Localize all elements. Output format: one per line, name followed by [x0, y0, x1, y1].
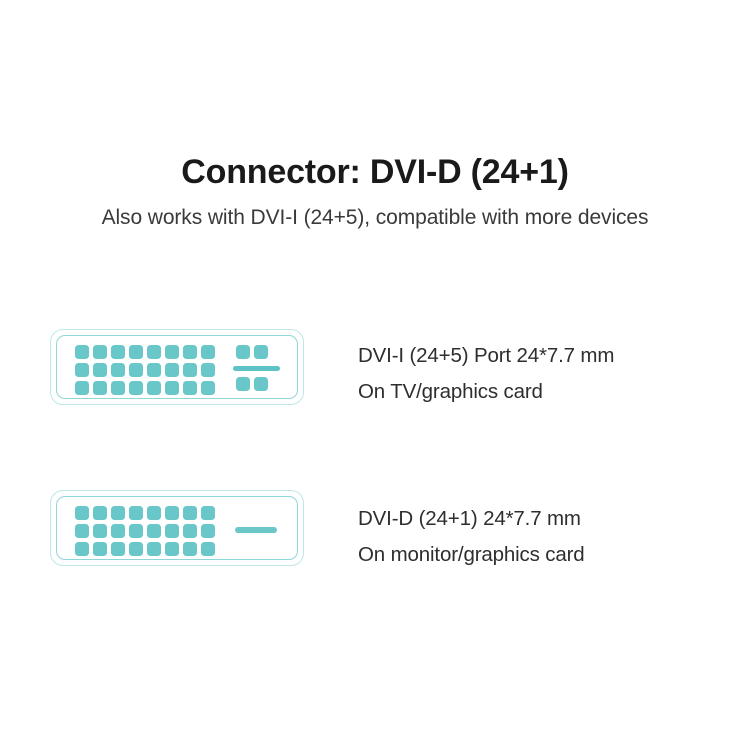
- pin: [75, 345, 89, 359]
- pin: [111, 363, 125, 377]
- connector-row-dvi-d: DVI-D (24+1) 24*7.7 mm On monitor/graphi…: [0, 486, 750, 576]
- pin: [183, 363, 197, 377]
- pin: [129, 381, 143, 395]
- analog-pin: [236, 377, 250, 391]
- pin: [165, 524, 179, 538]
- dvi-i-caption: DVI-I (24+5) Port 24*7.7 mm On TV/graphi…: [358, 338, 738, 410]
- dvi-d-flat-blade-icon: [235, 527, 277, 533]
- pin: [75, 524, 89, 538]
- pin: [75, 363, 89, 377]
- pin: [111, 524, 125, 538]
- pin: [129, 345, 143, 359]
- pin: [93, 524, 107, 538]
- pin: [201, 381, 215, 395]
- page-title: Connector: DVI-D (24+1): [181, 153, 569, 191]
- pin: [111, 506, 125, 520]
- pin: [201, 542, 215, 556]
- pin: [111, 381, 125, 395]
- pin: [111, 345, 125, 359]
- pin: [147, 381, 161, 395]
- pin: [147, 363, 161, 377]
- pin: [147, 506, 161, 520]
- dvi-i-shell-inner: [56, 335, 298, 399]
- pin: [201, 506, 215, 520]
- dvi-i-analog-pin-cluster: [233, 345, 283, 395]
- dvi-d-connector-icon: [50, 490, 304, 566]
- pin: [93, 381, 107, 395]
- pin: [147, 524, 161, 538]
- pin: [183, 381, 197, 395]
- pin: [93, 506, 107, 520]
- pin: [201, 363, 215, 377]
- pin: [165, 381, 179, 395]
- dvi-i-digital-pin-grid: [75, 345, 215, 395]
- dvi-i-connector-icon: [50, 329, 304, 405]
- dvi-i-flat-blade-icon: [233, 366, 280, 371]
- dvi-d-caption: DVI-D (24+1) 24*7.7 mm On monitor/graphi…: [358, 501, 738, 573]
- pin: [201, 524, 215, 538]
- pin: [183, 506, 197, 520]
- pin: [129, 524, 143, 538]
- pin: [183, 524, 197, 538]
- pin: [165, 542, 179, 556]
- pin: [129, 363, 143, 377]
- pin: [165, 363, 179, 377]
- pin: [201, 345, 215, 359]
- pin: [147, 345, 161, 359]
- pin: [93, 345, 107, 359]
- dvi-i-analog-pin-grid: [236, 345, 268, 391]
- pin: [129, 542, 143, 556]
- pin: [129, 506, 143, 520]
- pin: [75, 542, 89, 556]
- pin: [183, 542, 197, 556]
- pin: [93, 542, 107, 556]
- pin: [183, 345, 197, 359]
- dvi-d-shell-inner: [56, 496, 298, 560]
- connector-row-dvi-i: DVI-I (24+5) Port 24*7.7 mm On TV/graphi…: [0, 325, 750, 415]
- pin: [93, 363, 107, 377]
- pin: [111, 542, 125, 556]
- analog-pin: [254, 377, 268, 391]
- pin: [75, 381, 89, 395]
- analog-pin: [254, 345, 268, 359]
- pin: [147, 542, 161, 556]
- analog-pin: [236, 345, 250, 359]
- page-subtitle: Also works with DVI-I (24+5), compatible…: [101, 206, 649, 229]
- pin: [165, 345, 179, 359]
- dvi-i-caption-line-2: On TV/graphics card: [358, 380, 543, 403]
- dvi-i-caption-line-1: DVI-I (24+5) Port 24*7.7 mm: [358, 344, 615, 367]
- dvi-d-digital-pin-grid: [75, 506, 215, 556]
- pin: [165, 506, 179, 520]
- dvi-d-caption-line-1: DVI-D (24+1) 24*7.7 mm: [358, 507, 581, 530]
- dvi-d-caption-line-2: On monitor/graphics card: [358, 543, 585, 566]
- pin: [75, 506, 89, 520]
